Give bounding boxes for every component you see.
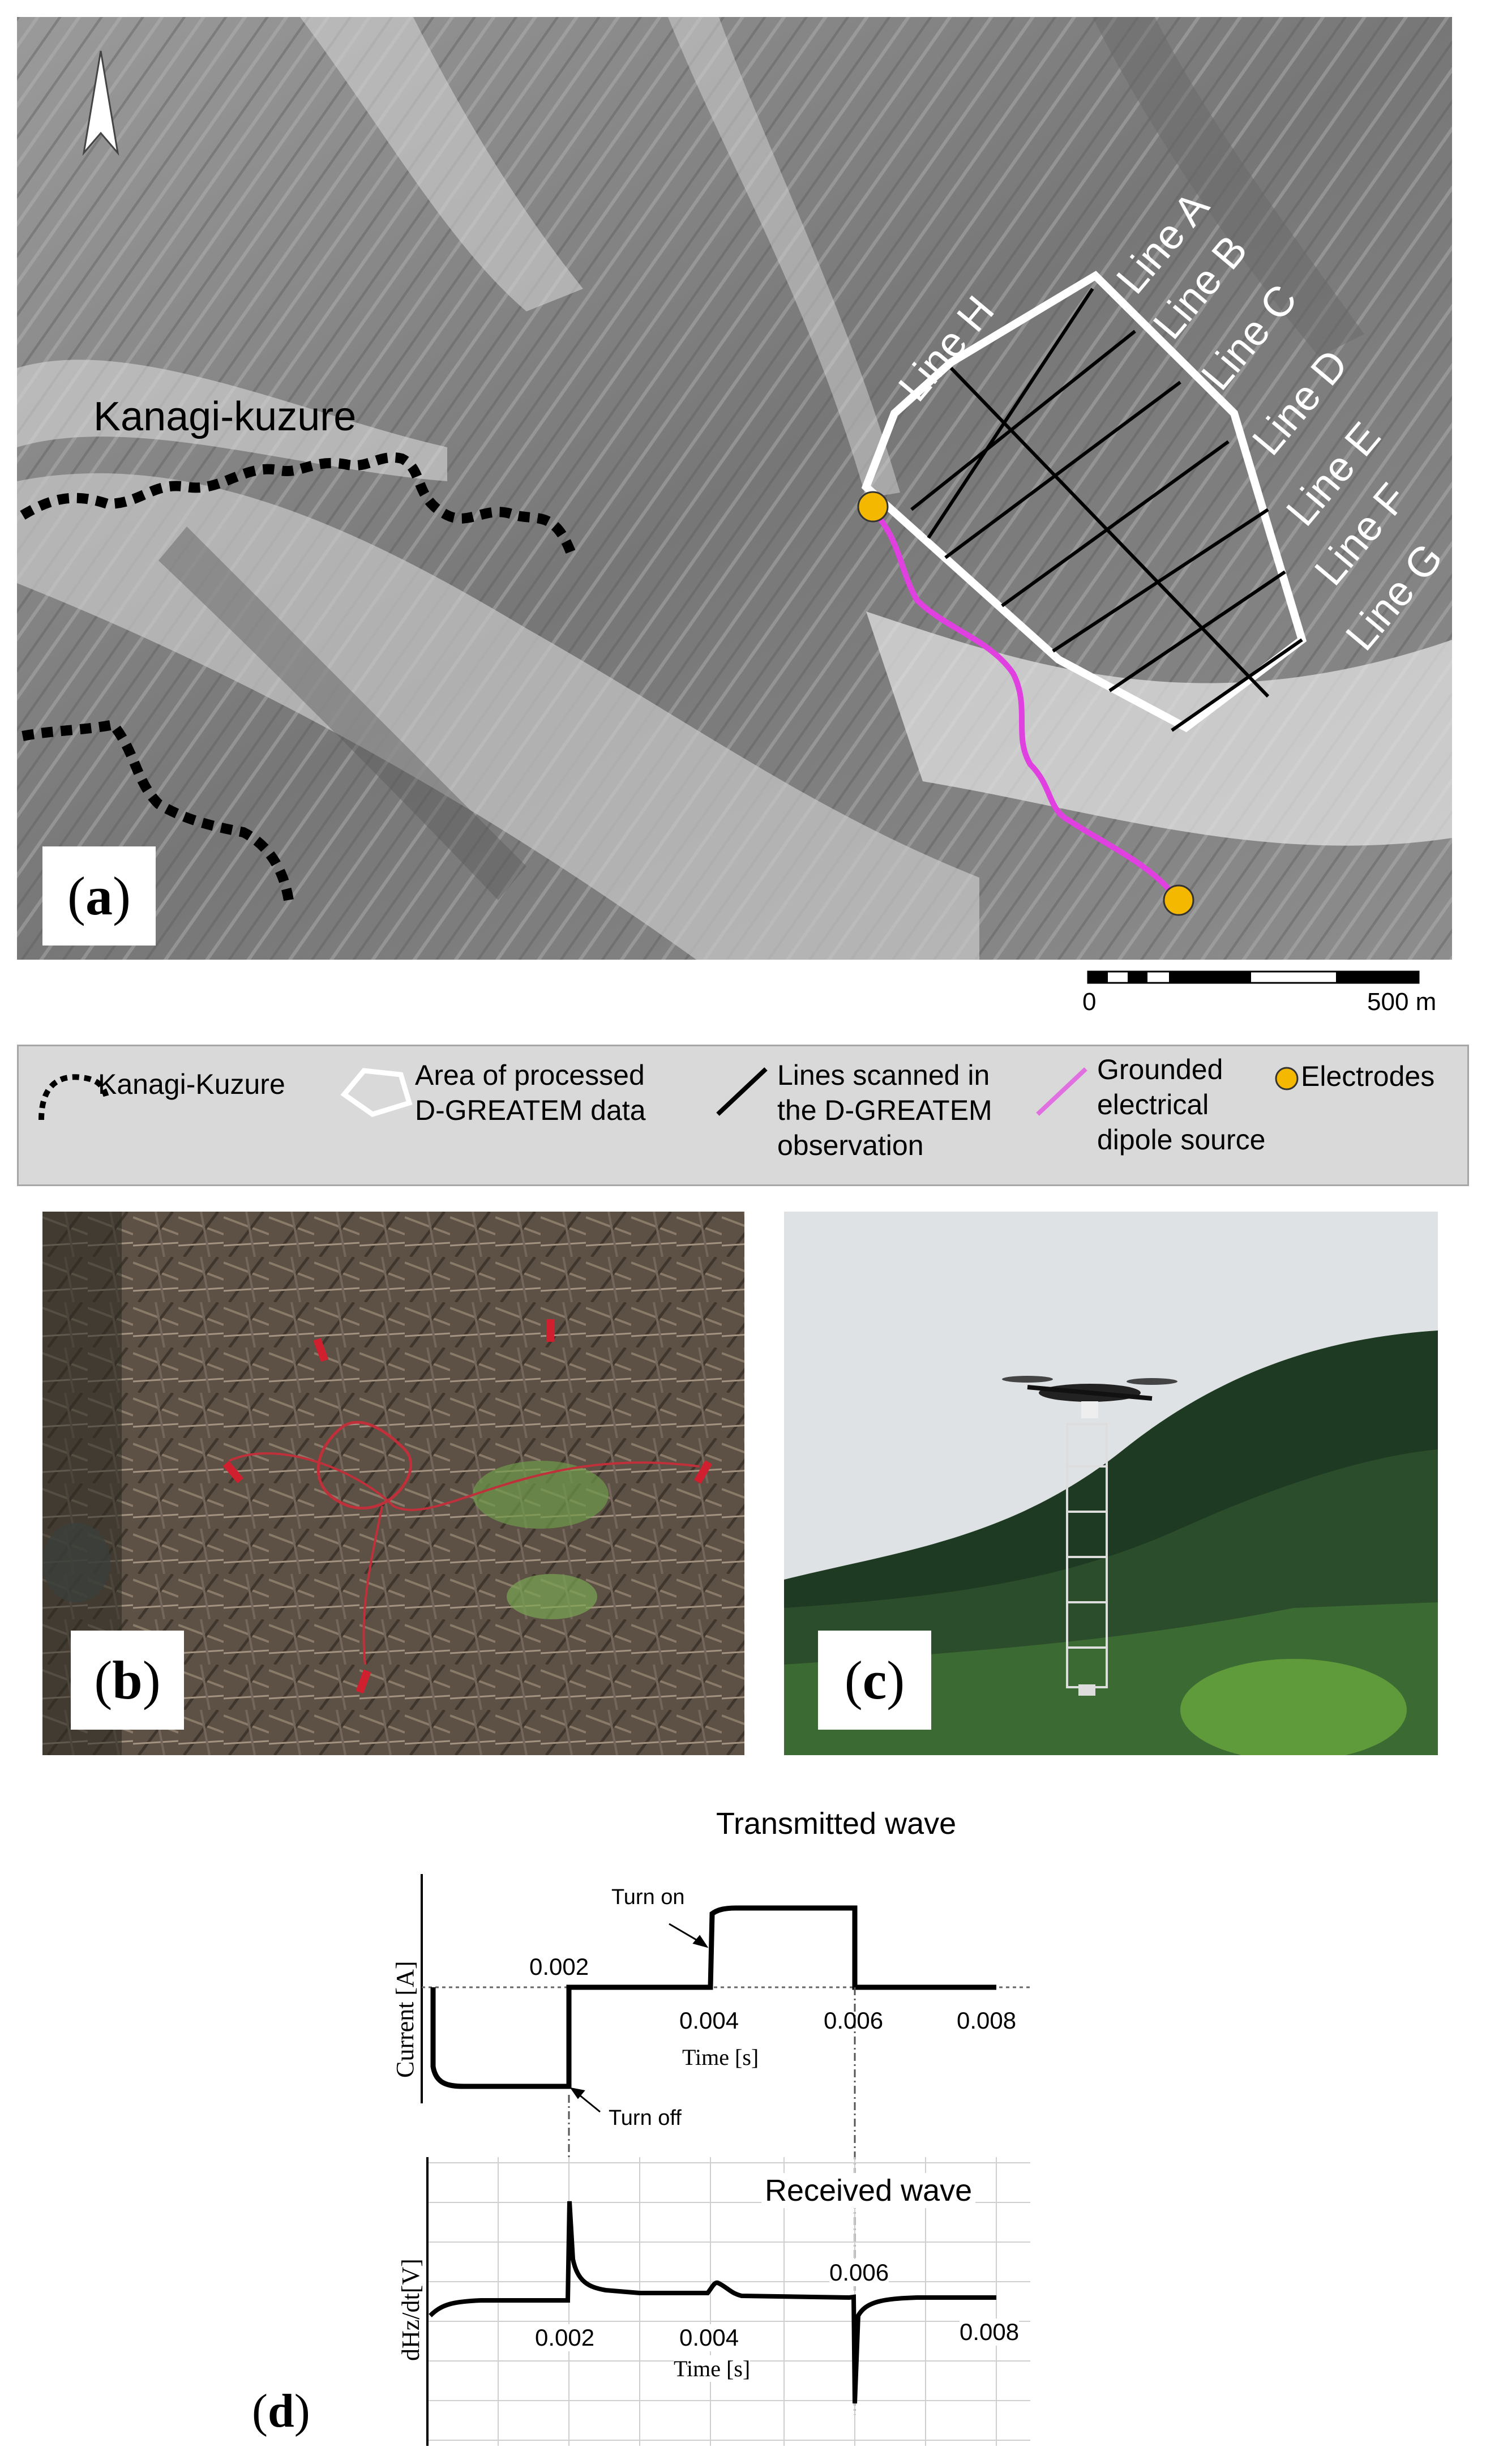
scan-line-f [1108,570,1286,692]
top-tick-0002: 0.002 [529,1953,589,1980]
waveform-plots [421,1874,1030,2446]
area-name-label: Kanagi-kuzure [93,394,357,439]
scale-bar-graphic [1087,970,1420,984]
bottom-tick-0008: 0.008 [960,2318,1020,2346]
shaded-relief-map [17,17,1452,960]
transmitted-title: Transmitted wave [716,1807,957,1841]
scan-line-g [1171,638,1303,732]
bottom-y-label: dHz/dt[V] [397,2258,425,2361]
transmitted-waveform [430,1905,996,2089]
scan-line-d [1001,440,1230,608]
electrode-south [1163,884,1194,916]
panel-b-label: (b) [71,1631,184,1730]
top-y-label: Current [A] [391,1961,419,2078]
scan-line-b [910,330,1136,511]
top-tick-0008: 0.008 [957,2007,1017,2034]
processed-area-polygon [861,271,1307,733]
top-tick-0004: 0.004 [679,2007,739,2034]
received-title: Received wave [761,2173,976,2208]
panel-d-label: (d) [252,2385,310,2437]
kanagi-legend-icon [38,1074,109,1120]
legend-kanagi: Kanagi-Kuzure [98,1068,285,1100]
north-arrow-icon [82,50,119,156]
scan-line-a [927,288,1094,539]
turn-on-label: Turn on [611,1885,685,1909]
panel-a-label: (a) [42,846,156,946]
received-waveform [429,2201,996,2404]
scale-end: 500 m [1367,988,1437,1016]
legend-source-line3: dipole source [1097,1124,1266,1156]
scan-line-c [944,380,1181,559]
drone-photo-image [784,1212,1438,1755]
top-tick-0006: 0.006 [824,2007,884,2034]
bottom-x-label: Time [s] [674,2355,751,2382]
bottom-tick-0002: 0.002 [535,2324,595,2351]
bottom-tick-0006: 0.006 [829,2259,889,2286]
bottom-grid [427,2157,1030,2446]
scan-line-h [949,366,1270,698]
legend-electrodes: Electrodes [1301,1060,1435,1092]
legend-area-line1: Area of processed [415,1059,645,1091]
electrode-legend-icon [1275,1067,1299,1090]
drone-icon [1002,1376,1177,1696]
scale-start: 0 [1082,988,1097,1016]
bottom-tick-0004: 0.004 [679,2324,739,2351]
scale-bar [1087,969,1421,985]
turn-on-arrowhead [692,1935,709,1948]
legend-source-line2: electrical [1097,1089,1209,1120]
area-legend-icon [340,1068,413,1117]
legend-lines-line1: Lines scanned in [777,1059,990,1091]
turn-off-arrowhead [569,2087,585,2099]
legend-lines-line2: the D-GREATEM [777,1094,992,1126]
electrode-photo: (b) [42,1212,744,1755]
scan-line-e [1052,508,1269,653]
drone-photo: (c) [784,1212,1438,1755]
lines-legend-icon [716,1067,768,1116]
electrode-north [857,491,889,523]
top-x-label: Time [s] [682,2044,759,2070]
map-legend: Kanagi-Kuzure Area of processed D-GREATE… [17,1045,1469,1186]
waveform-panel: Transmitted wave Turn on Turn off Curren… [0,1795,1486,2464]
legend-source-line1: Grounded [1097,1054,1223,1085]
legend-lines-line3: observation [777,1130,924,1161]
kanagi-kuzure-outline-south [22,719,294,901]
source-legend-icon [1036,1067,1087,1116]
turn-off-label: Turn off [609,2106,682,2130]
legend-area-line2: D-GREATEM data [415,1094,646,1126]
kanagi-kuzure-outline [20,452,577,557]
scan-lines [910,288,1303,732]
dipole-source-wire [870,507,1180,902]
panel-c-label: (c) [818,1631,931,1730]
map-panel: Kanagi-kuzure Line H Line A Line B Line … [17,17,1452,960]
